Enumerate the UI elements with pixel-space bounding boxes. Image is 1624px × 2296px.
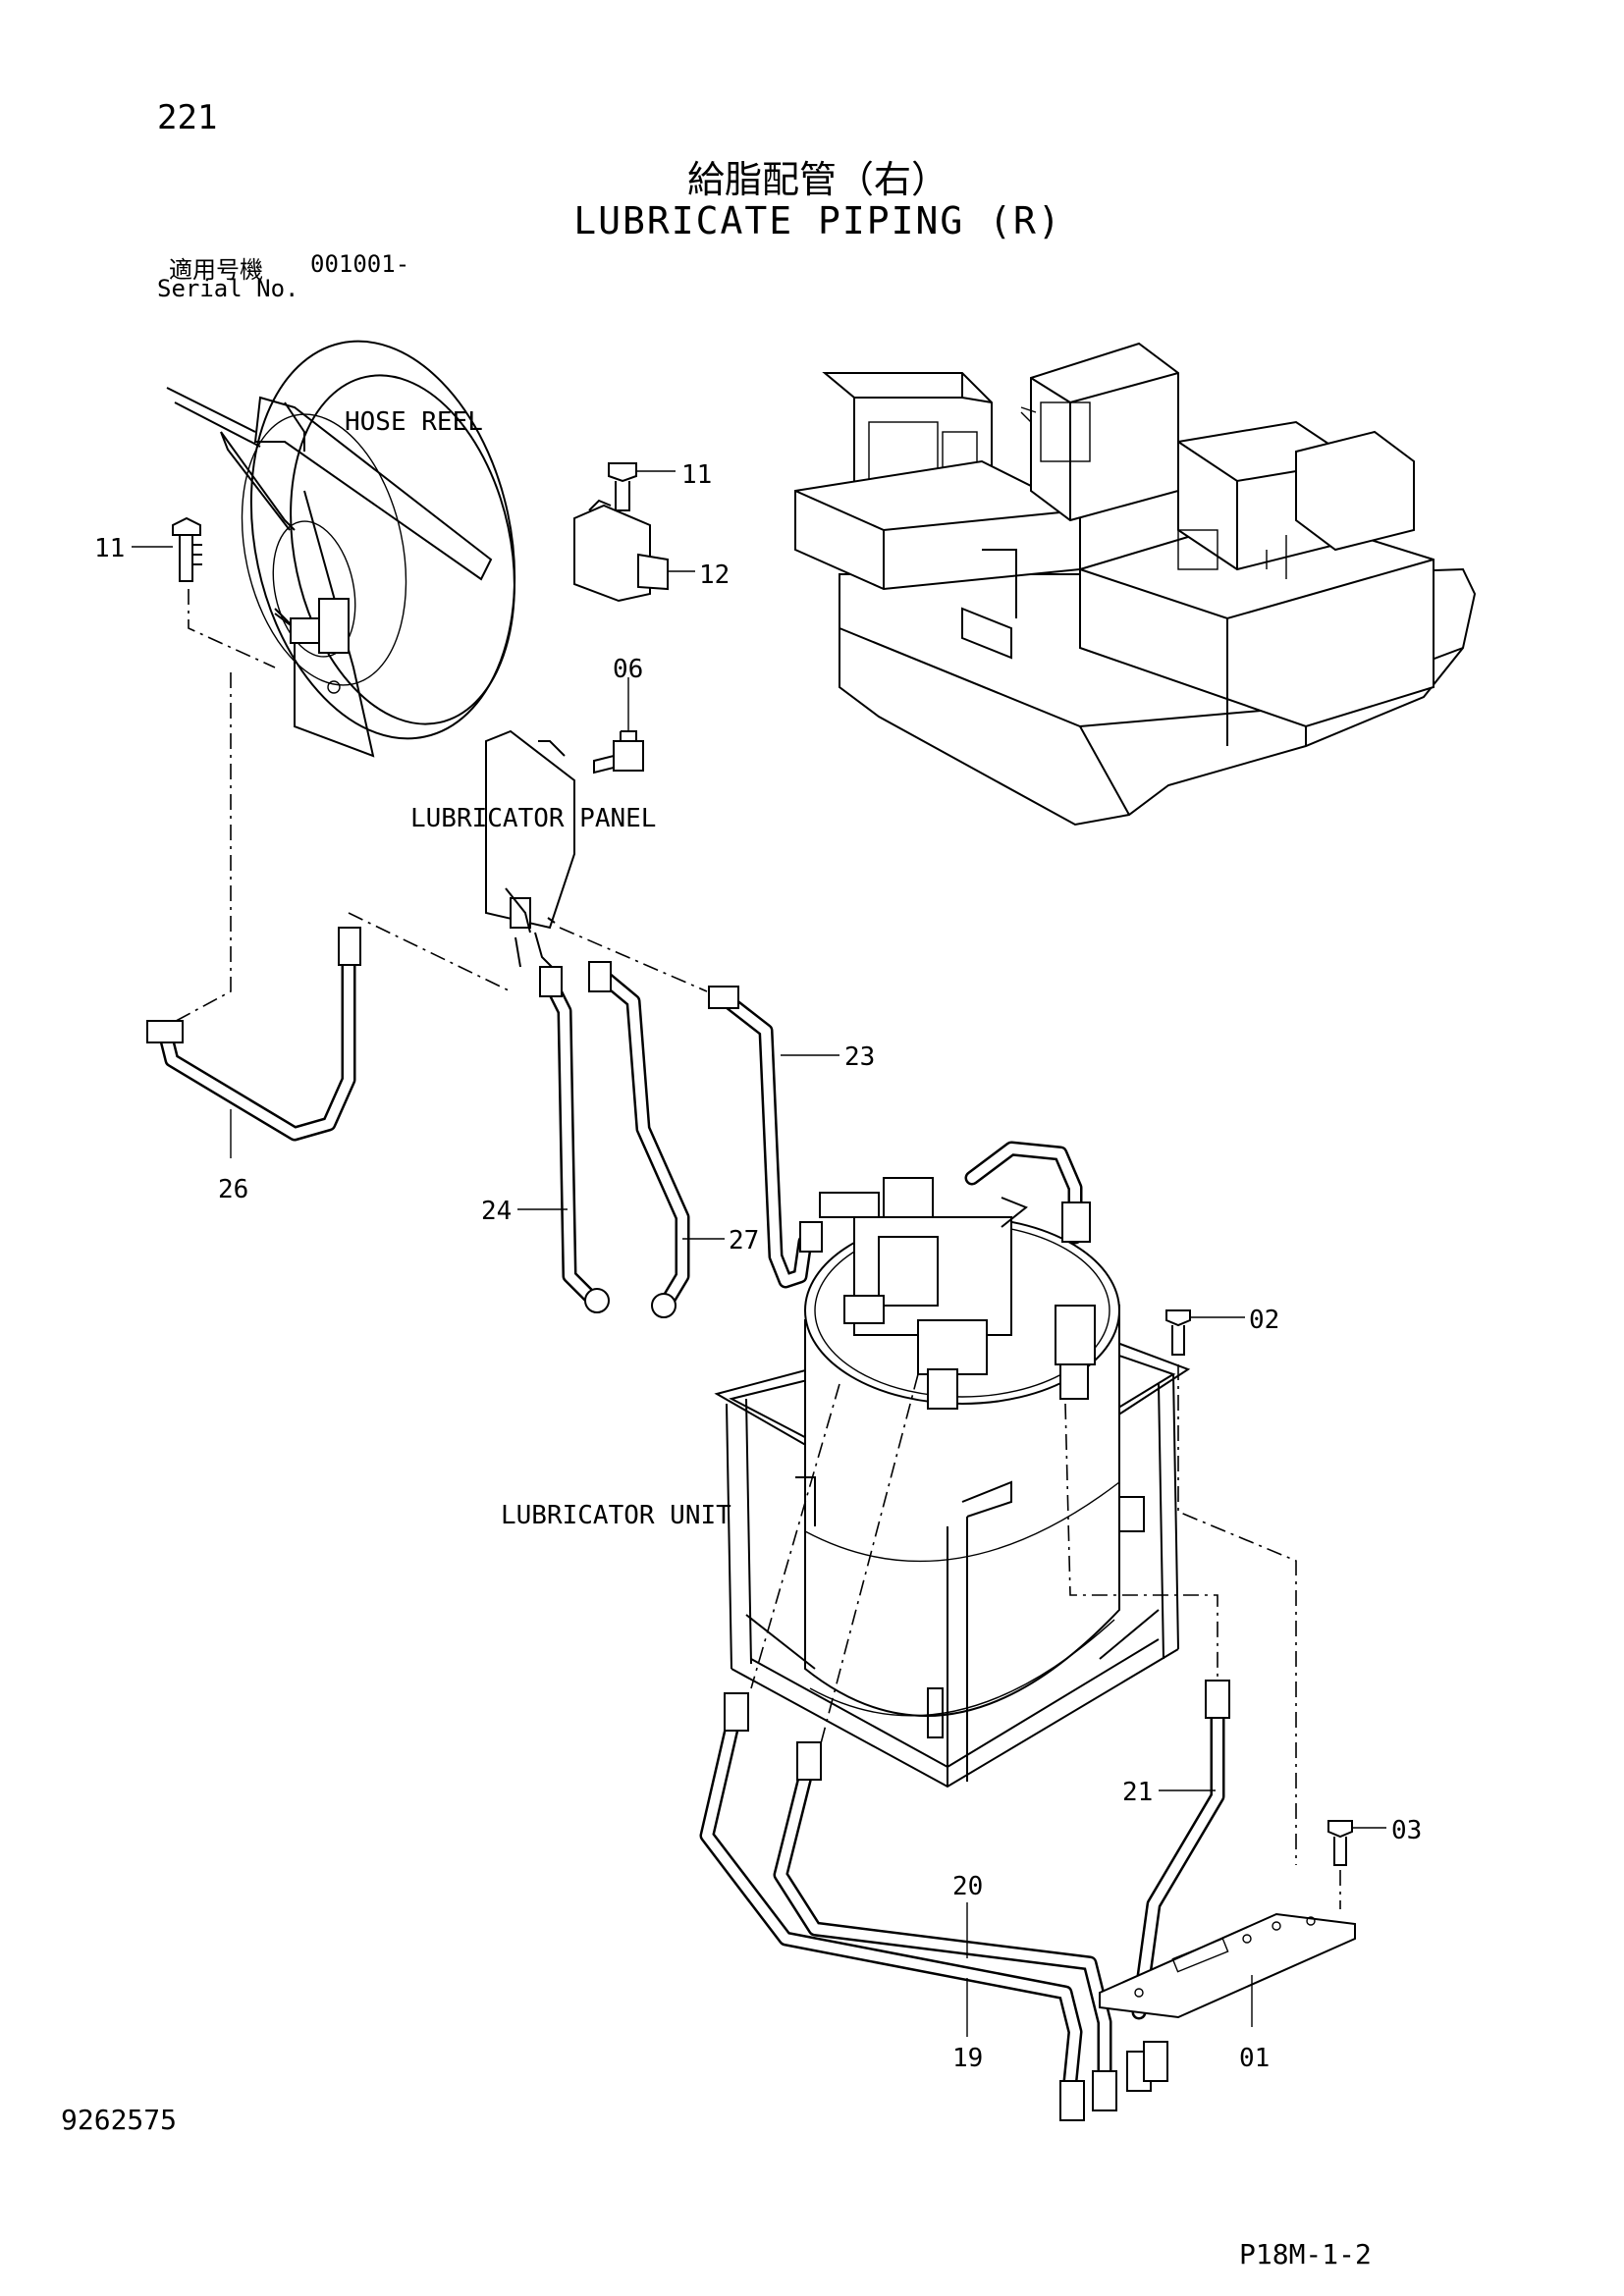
callout-24: 24 <box>481 1197 512 1226</box>
hose-19 <box>699 1692 1085 2121</box>
lubricator-panel-illustration <box>485 729 575 968</box>
dash-line-20 <box>819 1373 919 1748</box>
page-code: P18M-1-2 <box>1239 2238 1372 2270</box>
plate-12 <box>573 499 695 603</box>
callout-11-top: 11 <box>681 460 712 490</box>
callout-11-left: 11 <box>94 534 125 563</box>
callout-26: 26 <box>218 1175 248 1204</box>
bolt-11-left <box>132 516 276 668</box>
callout-23: 23 <box>844 1042 875 1072</box>
dash-line-panel-right <box>559 927 708 992</box>
callout-27: 27 <box>729 1226 759 1255</box>
callout-06: 06 <box>613 655 643 684</box>
lubricator-unit-illustration <box>714 1141 1191 1789</box>
lubricator-unit-label: LUBRICATOR UNIT <box>501 1501 731 1530</box>
serial-label-english: Serial No. <box>157 275 299 302</box>
dash-line-19 <box>750 1383 840 1689</box>
dash-line-panel-left <box>348 912 512 992</box>
callout-12: 12 <box>699 561 730 590</box>
bolt-02 <box>1165 1309 1297 1865</box>
callout-03: 03 <box>1391 1816 1422 1845</box>
callout-02: 02 <box>1249 1306 1279 1335</box>
dash-line-26 <box>166 672 232 1027</box>
bolt-11-top <box>608 462 676 511</box>
dash-line-21 <box>1064 1403 1218 1683</box>
hose-26 <box>146 927 361 1158</box>
page-number: 221 <box>157 98 218 137</box>
machine-overview-illustration <box>794 342 1477 827</box>
hose-20 <box>773 1741 1168 2111</box>
serial-number-value: 001001- <box>310 250 410 278</box>
hose-21 <box>1131 1680 1230 2020</box>
bracket-01 <box>1099 1912 1356 2027</box>
title-japanese: 給脂配管（右） <box>686 158 948 201</box>
fitting-06 <box>593 677 644 774</box>
hose-reel-illustration <box>166 340 516 758</box>
callout-20: 20 <box>952 1872 983 1901</box>
callout-01: 01 <box>1239 2044 1270 2073</box>
hose-reel-label: HOSE REEL <box>345 407 483 437</box>
lubricator-panel-label: LUBRICATOR PANEL <box>410 804 656 833</box>
hose-24 <box>517 966 610 1313</box>
hose-27 <box>588 961 725 1318</box>
bolt-03 <box>1327 1820 1386 1909</box>
title-english: LUBRICATE PIPING (R) <box>573 199 1062 242</box>
callout-21: 21 <box>1122 1778 1153 1807</box>
serial-label-japanese: 適用号機 <box>169 256 263 284</box>
document-id: 9262575 <box>61 2104 178 2136</box>
hose-23 <box>708 986 839 1289</box>
callout-19: 19 <box>952 2044 983 2073</box>
